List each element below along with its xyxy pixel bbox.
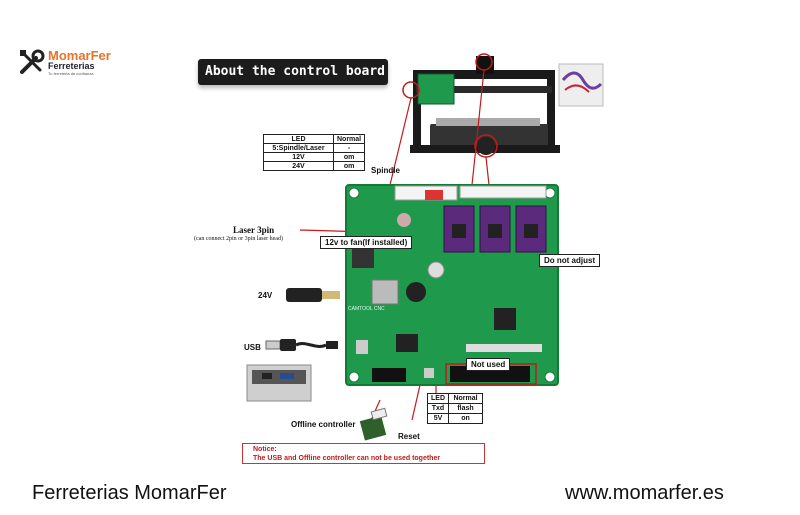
offline-controller-illustration [359, 407, 388, 441]
spindle-label: Spindle [371, 166, 400, 175]
table-header-row: LED Normal [427, 393, 483, 404]
table-cell: Normal [332, 134, 366, 144]
usb-cable-illustration [265, 339, 338, 351]
table-row: 12V om [263, 152, 366, 162]
footer-company-name: Ferreterias MomarFer [32, 482, 227, 504]
table-cell: 5V [427, 413, 449, 424]
reset-label: Reset [398, 432, 420, 441]
laptop-port-illustration [246, 364, 312, 402]
table-cell: LED [427, 393, 449, 404]
tools-icon [20, 49, 45, 74]
notice-text: The USB and Offline controller can not b… [253, 455, 441, 462]
table-cell: Normal [448, 393, 483, 404]
board-name-label: CAMTOOL CNC [348, 306, 385, 312]
notice-box: Notice: The USB and Offline controller c… [242, 443, 485, 464]
logo-brand: MomarFer [48, 48, 111, 63]
offline-controller-label: Offline controller [291, 420, 356, 429]
table-header-row: LED Normal [263, 134, 366, 144]
green-control-board [345, 184, 559, 386]
footer-website: www.momarfer.es [565, 482, 724, 504]
laser-note: (can connect 2pin or 3pin laser head) [194, 236, 283, 242]
table-cell: om [332, 152, 366, 162]
power-plug-illustration [286, 288, 340, 302]
table-cell: 12V [263, 152, 334, 162]
table-row: Txd flash [427, 403, 483, 414]
fan-label: 12v to fan(If installed) [320, 236, 413, 249]
notice-title: Notice: [253, 446, 277, 453]
table-cell: 24V [263, 161, 334, 171]
table-cell: LED [263, 134, 334, 144]
table-cell: om [332, 161, 366, 171]
table-cell: 5:Spindle/Laser [263, 143, 334, 153]
table-row: 24V om [263, 161, 366, 171]
power-24v-label: 24V [258, 291, 273, 300]
table-cell: flash [448, 403, 483, 414]
usb-label: USB [244, 343, 261, 352]
led-status-table-top: LED Normal 5:Spindle/Laser - 12V om 24V … [263, 134, 366, 171]
table-row: 5:Spindle/Laser - [263, 143, 366, 153]
section-banner: About the control board [198, 59, 388, 85]
not-used-label: Not used [466, 358, 511, 371]
logo-sub: Ferreterias [48, 61, 95, 71]
table-cell: Txd [427, 403, 449, 414]
momarfer-logo: MomarFer Ferreterias Tu ferreteria de co… [18, 46, 138, 80]
laser-label: Laser 3pin [233, 225, 275, 235]
led-status-table-bottom: LED Normal Txd flash 5V on [427, 393, 483, 424]
do-not-adjust-label: Do not adjust [539, 254, 601, 267]
table-row: 5V on [427, 413, 483, 424]
logo-tagline: Tu ferreteria de confianza [48, 71, 94, 76]
cnc-machine-illustration [402, 53, 604, 158]
table-cell: on [448, 413, 483, 424]
table-cell: - [332, 143, 366, 153]
